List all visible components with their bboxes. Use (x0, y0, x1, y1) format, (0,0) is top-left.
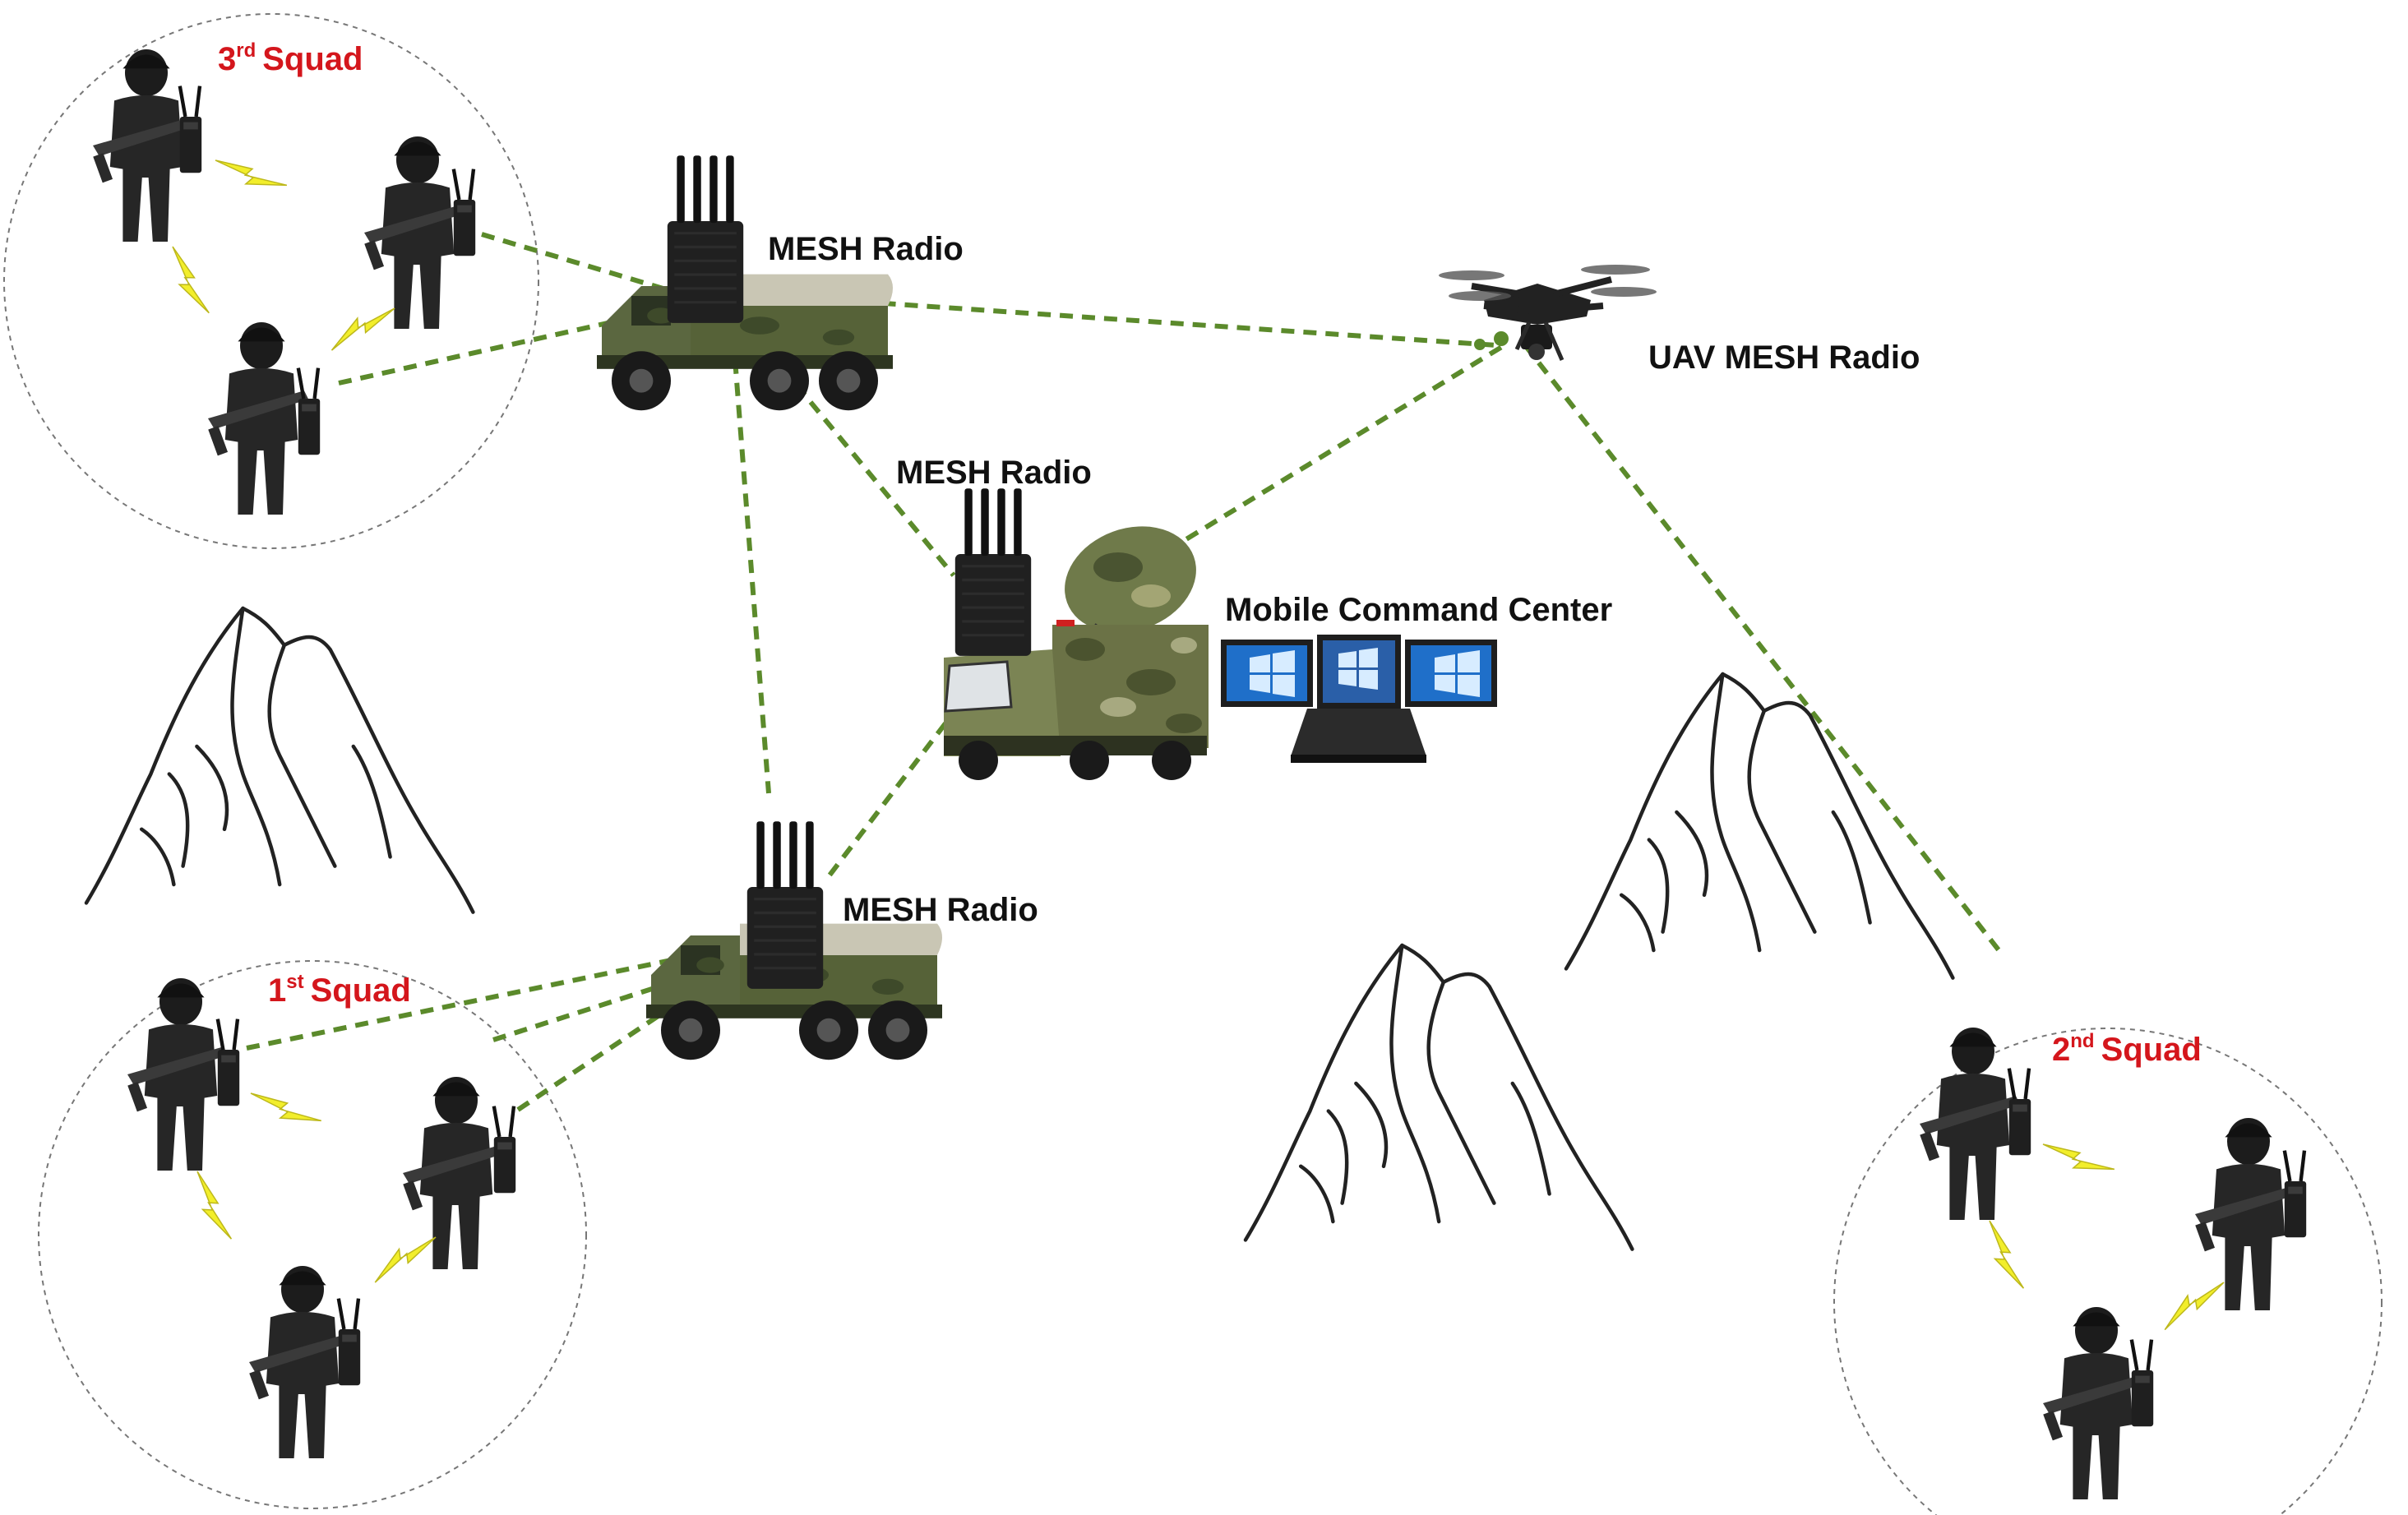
portable-radio-icon (2285, 1151, 2306, 1238)
soldier-icon (403, 1077, 504, 1269)
lightning-bolt-icon (245, 1089, 324, 1133)
link-squad1-to-bottom-truck-2 (246, 951, 704, 1051)
mountain-icon (1566, 674, 1953, 978)
portable-radio-icon (298, 368, 320, 455)
mountain-icon (86, 608, 473, 912)
uav-drone-icon (1439, 265, 1657, 361)
squad-3-group (93, 49, 475, 515)
soldier-icon (249, 1266, 350, 1458)
squad-2-boundary (1833, 1028, 2383, 1515)
lightning-bolt-icon (2156, 1271, 2227, 1334)
link-center-to-bottom-truck (824, 722, 948, 881)
link-squad1-soldier-to-bottom-truck (516, 980, 710, 1112)
link-squad3-soldier-to-top-truck (481, 232, 667, 292)
military-truck-icon (597, 274, 893, 411)
lightning-bolt-icon (1977, 1218, 2029, 1295)
soldier-icon (208, 322, 309, 515)
soldier-icon (93, 49, 194, 242)
mesh-radio-icon (666, 154, 745, 325)
link-squad3-soldier-to-top-truck-2 (338, 307, 671, 386)
mesh-links (246, 232, 2005, 1112)
mobile-command-center-node (944, 487, 1497, 780)
link-top-truck-to-bottom-truck (729, 316, 771, 794)
mesh-radio-label-bottom: MESH Radio (843, 892, 1038, 928)
portable-radio-icon (339, 1299, 360, 1386)
bottom-mesh-node (646, 820, 942, 1060)
mesh-radio-icon (746, 820, 825, 991)
mesh-radio-icon (954, 487, 1033, 658)
soldier-icon (127, 978, 229, 1171)
portable-radio-icon (454, 169, 475, 256)
portable-radio-icon (180, 86, 201, 173)
link-top-truck-to-uav (727, 290, 1497, 348)
squad-1-boundary (38, 960, 587, 1509)
link-center-to-uav (1071, 343, 1506, 611)
mesh-radio-label-center: MESH Radio (896, 455, 1092, 491)
laptop-icon (1221, 635, 1497, 763)
portable-radio-icon (2009, 1069, 2031, 1156)
squad-2-group (1920, 1028, 2306, 1499)
uav-mesh-radio-label: UAV MESH Radio (1648, 339, 1920, 376)
portable-radio-icon (218, 1019, 239, 1106)
squad-1-group (127, 978, 515, 1458)
command-vehicle-icon (944, 620, 1209, 780)
soldier-icon (364, 136, 465, 329)
lightning-bolt-icon (2038, 1140, 2117, 1181)
mountain-icon (1246, 945, 1632, 1249)
lightning-bolt-icon (210, 156, 289, 197)
lightning-bolt-icon (324, 297, 398, 355)
mesh-radio-label-top: MESH Radio (768, 231, 964, 267)
lightning-bolt-icon (160, 244, 215, 320)
lightning-bolt-icon (367, 1226, 439, 1287)
link-uav-to-squad2 (1523, 344, 2005, 957)
portable-radio-icon (494, 1106, 515, 1194)
soldier-icon (2043, 1307, 2144, 1499)
mobile-command-center-label: Mobile Command Center (1225, 592, 1612, 628)
lightning-bolt-icon (185, 1169, 237, 1245)
squad-3-boundary (3, 13, 539, 549)
soldier-icon (2195, 1118, 2296, 1310)
portable-radio-icon (2132, 1340, 2153, 1427)
soldier-icon (1920, 1028, 2021, 1220)
